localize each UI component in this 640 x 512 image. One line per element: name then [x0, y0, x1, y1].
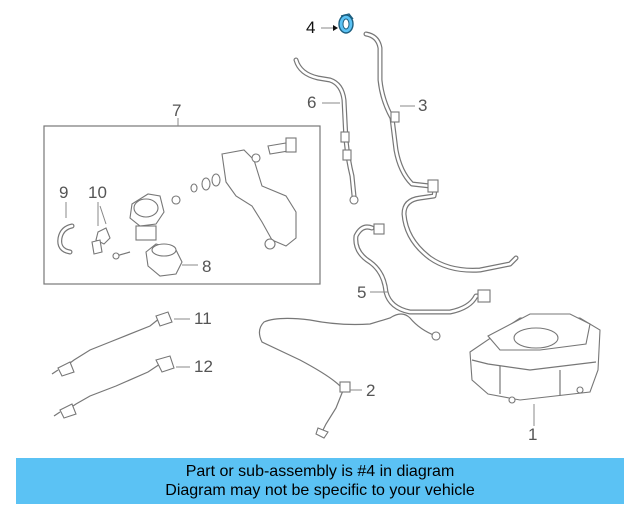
leader-4-arrow: [333, 25, 338, 31]
callout-1: 1: [528, 425, 537, 444]
subassembly-7-parts[interactable]: [57, 137, 297, 277]
callout-2: 2: [366, 381, 375, 400]
info-banner: Part or sub-assembly is #4 in diagram Di…: [16, 458, 624, 504]
callout-5: 5: [357, 283, 366, 302]
part-6-hose[interactable]: [293, 57, 359, 205]
part-11-sensor[interactable]: [51, 311, 173, 377]
callout-8: 8: [202, 257, 211, 276]
part-4-clamp[interactable]: [338, 13, 354, 34]
subassembly-7-box: [43, 125, 321, 285]
callout-7: 7: [172, 101, 181, 120]
callout-12: 12: [194, 357, 213, 376]
banner-line-1: Part or sub-assembly is #4 in diagram: [185, 463, 455, 480]
callout-10: 10: [88, 183, 107, 202]
part-1-canister[interactable]: [469, 313, 601, 404]
part-2-sensor[interactable]: [258, 313, 441, 439]
callout-4: 4: [306, 18, 315, 37]
part-3-hose[interactable]: [363, 31, 519, 273]
parts-diagram: 4 3 6 5 2: [43, 13, 601, 444]
callout-11: 11: [194, 309, 212, 328]
part-5-hose[interactable]: [353, 223, 491, 315]
banner-line-2: Diagram may not be specific to your vehi…: [165, 482, 475, 499]
leader-10: [97, 202, 107, 226]
callout-3: 3: [418, 96, 427, 115]
callout-9: 9: [59, 183, 68, 202]
callout-6: 6: [307, 93, 316, 112]
part-12-sensor[interactable]: [53, 355, 175, 419]
